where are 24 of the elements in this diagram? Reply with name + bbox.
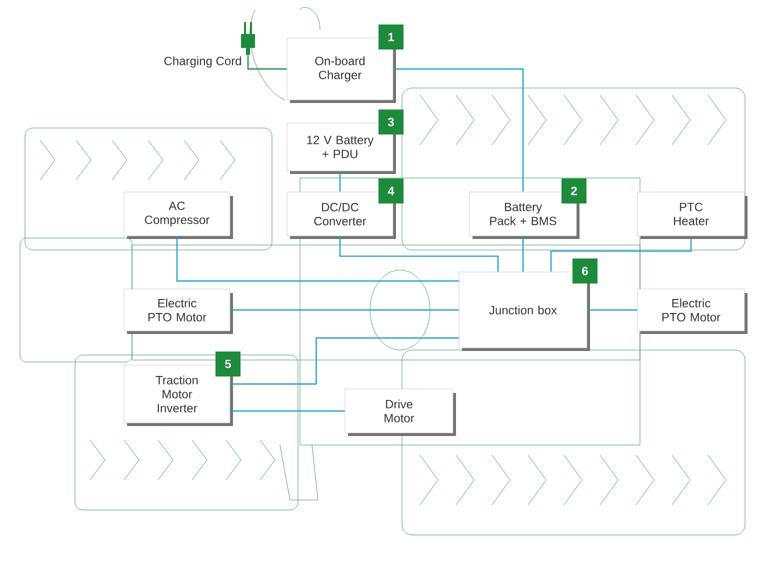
number-badge: 3 bbox=[378, 110, 404, 134]
connector-line bbox=[393, 68, 524, 192]
component-box: PTC Heater bbox=[637, 192, 748, 239]
component-box: Electric PTO Motor bbox=[637, 288, 748, 334]
component-box: AC Compressor bbox=[124, 192, 233, 239]
connector-line bbox=[339, 236, 499, 272]
number-badge: 4 bbox=[378, 178, 404, 204]
component-box: Drive Motor bbox=[344, 388, 456, 436]
cord-label: Charging Cord bbox=[164, 56, 241, 68]
connector-line bbox=[587, 309, 638, 311]
connector-line bbox=[550, 236, 692, 272]
connector-line bbox=[247, 55, 287, 70]
connector-line bbox=[230, 337, 459, 385]
number-badge: 1 bbox=[378, 24, 404, 50]
connector-line bbox=[339, 171, 341, 192]
connector-line bbox=[230, 309, 459, 311]
component-box: Electric PTO Motor bbox=[124, 288, 233, 334]
number-badge: 5 bbox=[216, 352, 240, 376]
number-badge: 2 bbox=[562, 178, 586, 204]
connector-line bbox=[176, 236, 459, 282]
plug-icon bbox=[241, 22, 255, 55]
connector-line bbox=[230, 410, 345, 412]
connector-line bbox=[522, 236, 524, 272]
number-badge: 6 bbox=[572, 258, 598, 284]
